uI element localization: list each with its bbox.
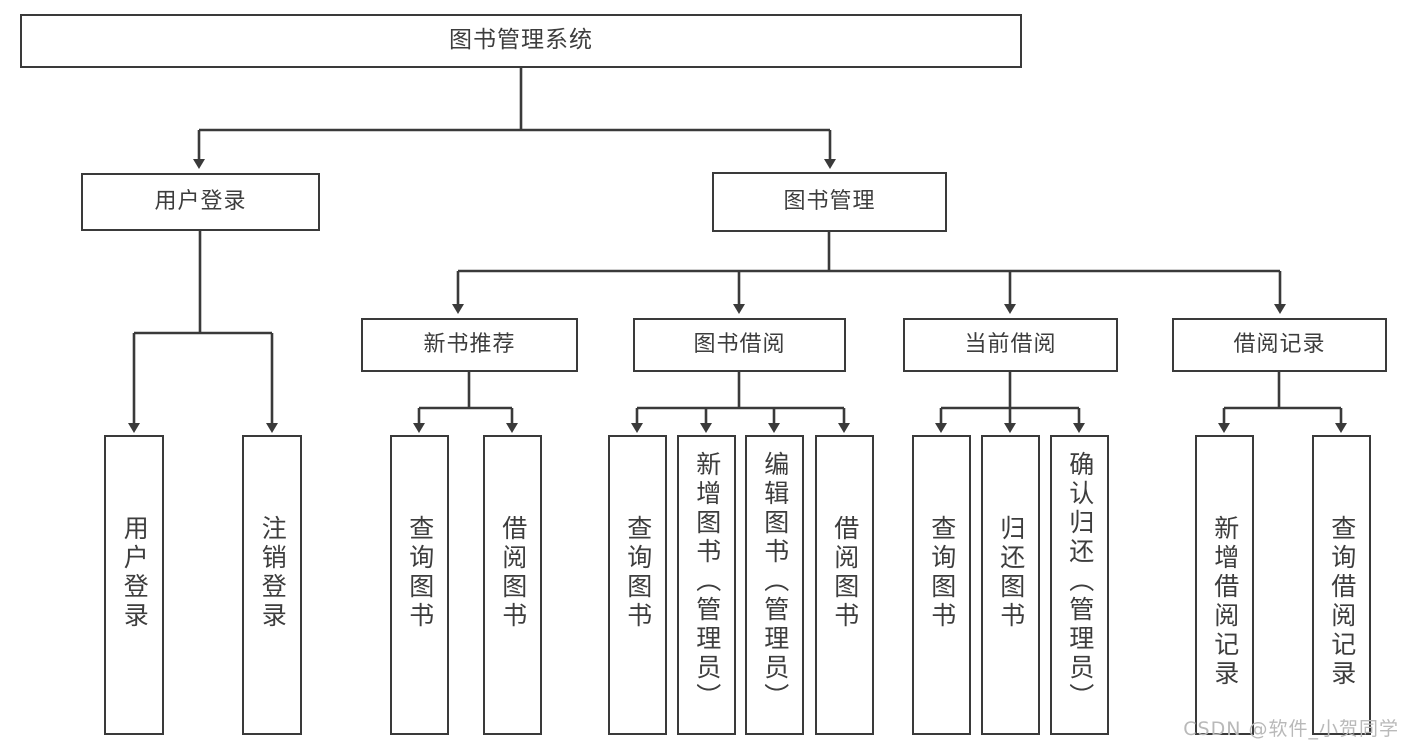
- leaf-add-book-admin[interactable]: 新增图书（管理员）: [677, 435, 736, 735]
- node-current-borrow[interactable]: 当前借阅: [903, 318, 1118, 372]
- leaf-confirm-return-admin[interactable]: 确认归还（管理员）: [1050, 435, 1109, 735]
- node-label: 新增图书（管理员）: [692, 451, 722, 712]
- node-label: 用户登录: [154, 188, 247, 214]
- node-label: 确认归还（管理员）: [1065, 451, 1095, 712]
- leaf-query-book-current[interactable]: 查询图书: [912, 435, 971, 735]
- node-new-book-recommend[interactable]: 新书推荐: [361, 318, 578, 372]
- node-label: 编辑图书（管理员）: [760, 451, 790, 712]
- leaf-edit-book-admin[interactable]: 编辑图书（管理员）: [745, 435, 804, 735]
- node-label: 查询借阅记录: [1327, 515, 1357, 689]
- leaf-add-borrow-record[interactable]: 新增借阅记录: [1195, 435, 1254, 735]
- node-book-borrow[interactable]: 图书借阅: [633, 318, 846, 372]
- node-label: 归还图书: [996, 515, 1026, 631]
- node-user-login[interactable]: 用户登录: [81, 173, 320, 231]
- node-label: 借阅图书: [498, 515, 528, 631]
- leaf-user-login[interactable]: 用户登录: [104, 435, 164, 735]
- node-borrow-record[interactable]: 借阅记录: [1172, 318, 1387, 372]
- node-label: 借阅图书: [830, 515, 860, 631]
- node-label: 图书管理系统: [449, 27, 593, 54]
- node-label: 注销登录: [258, 515, 288, 631]
- node-label: 查询图书: [405, 515, 435, 631]
- leaf-borrow-book-recommend[interactable]: 借阅图书: [483, 435, 542, 735]
- leaf-query-borrow-record[interactable]: 查询借阅记录: [1312, 435, 1371, 735]
- node-label: 新增借阅记录: [1210, 515, 1240, 689]
- node-label: 查询图书: [927, 515, 957, 631]
- node-label: 用户登录: [120, 515, 150, 631]
- leaf-query-book-borrow[interactable]: 查询图书: [608, 435, 667, 735]
- leaf-borrow-book[interactable]: 借阅图书: [815, 435, 874, 735]
- node-label: 图书借阅: [693, 331, 786, 357]
- node-label: 图书管理: [783, 188, 876, 214]
- watermark: CSDN @软件_小贺同学: [1183, 718, 1399, 740]
- node-label: 查询图书: [623, 515, 653, 631]
- node-label: 借阅记录: [1233, 331, 1326, 357]
- node-book-management-system[interactable]: 图书管理系统: [20, 14, 1022, 68]
- node-label: 当前借阅: [964, 331, 1057, 357]
- node-label: 新书推荐: [423, 331, 516, 357]
- leaf-return-book[interactable]: 归还图书: [981, 435, 1040, 735]
- leaf-logout[interactable]: 注销登录: [242, 435, 302, 735]
- node-book-management[interactable]: 图书管理: [712, 172, 947, 232]
- leaf-query-book-recommend[interactable]: 查询图书: [390, 435, 449, 735]
